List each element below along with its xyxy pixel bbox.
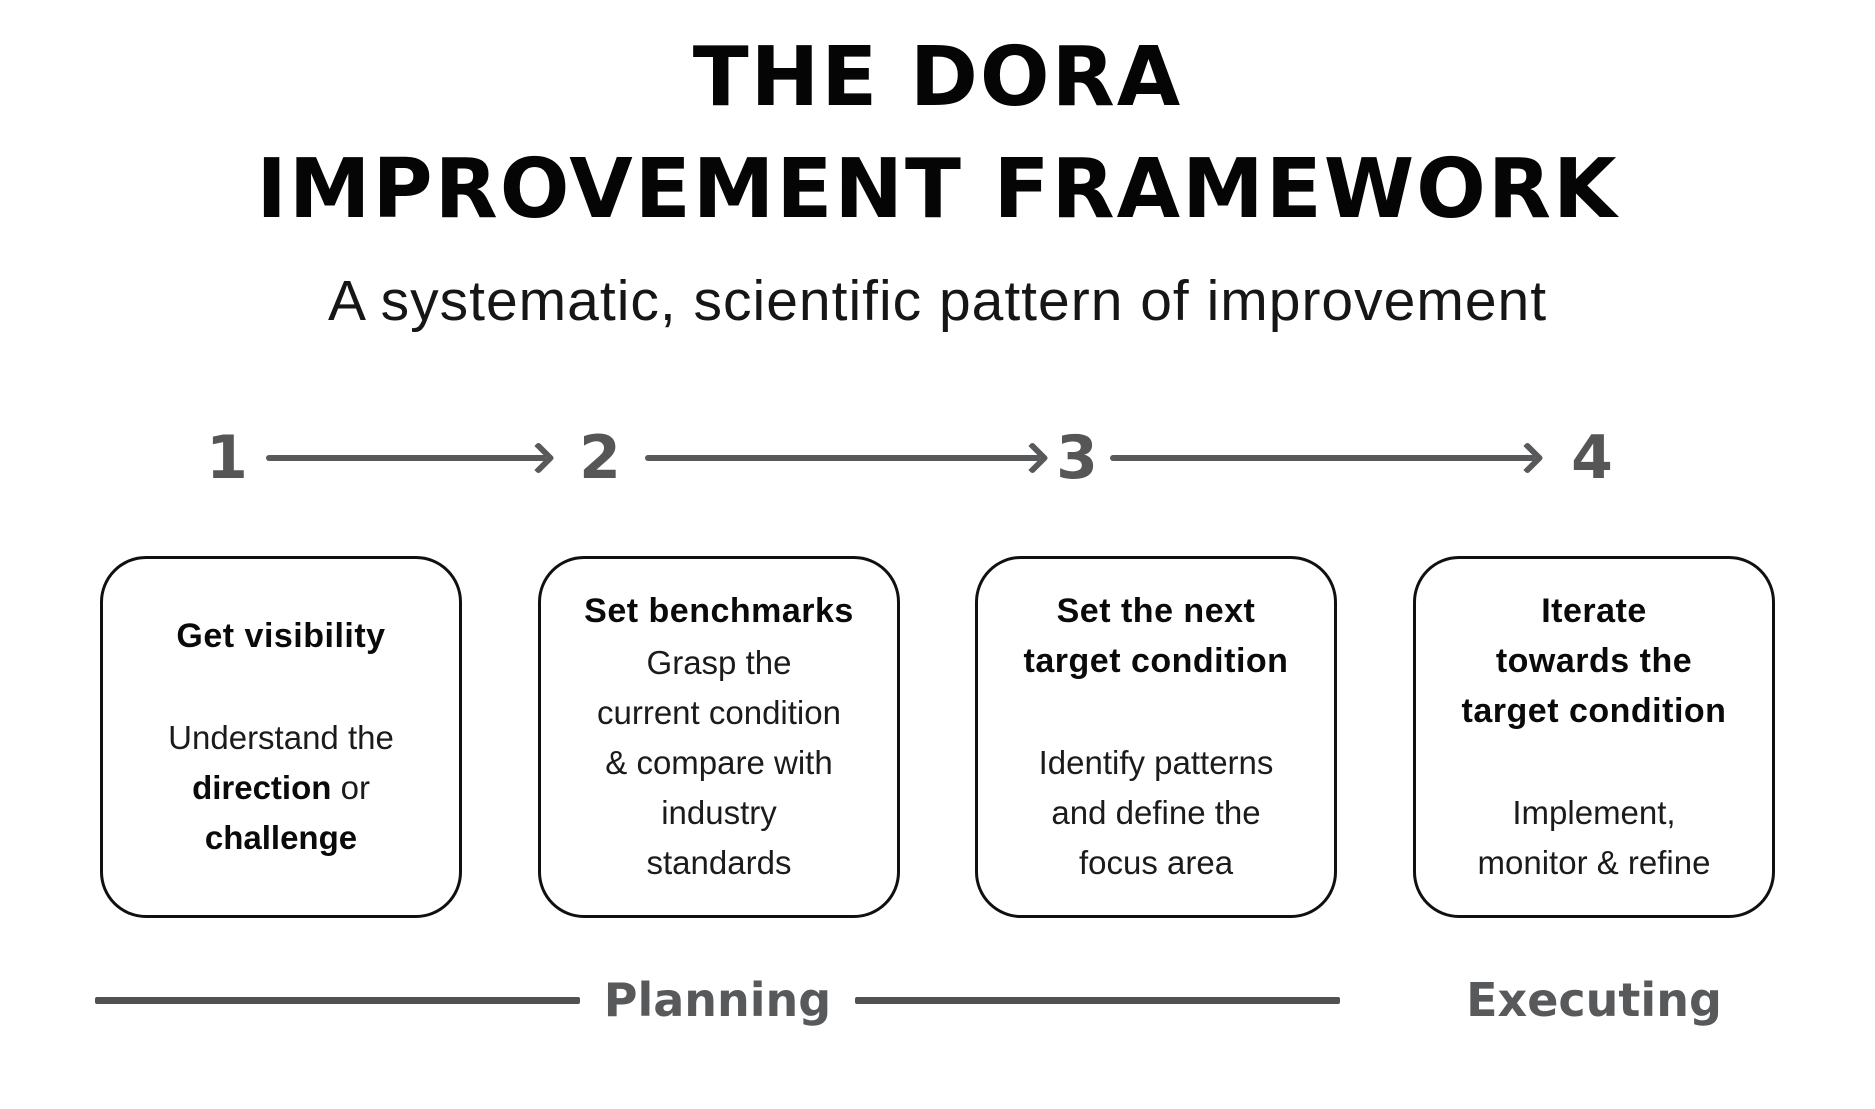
box-body-bold-text: challenge [204, 819, 358, 856]
step-number-4: 4 [1571, 423, 1613, 493]
box-body-line: Identify patterns [1038, 744, 1274, 781]
step-number-1: 1 [206, 423, 248, 493]
step-box-set-next-target-condition: Set the next target condition Identify p… [975, 556, 1337, 918]
box-body-line: standards [646, 844, 792, 881]
box-title-line: Set the next [1056, 592, 1256, 630]
step-box-get-visibility: Get visibility Understand the direction … [100, 556, 462, 918]
box-body: Understand the direction or challenge [120, 713, 442, 863]
subtitle: A systematic, scientific pattern of impr… [327, 269, 1548, 333]
box-title: Set the next target condition [1024, 586, 1289, 686]
box-title-line: target condition [1023, 642, 1289, 680]
box-body-line: industry [661, 794, 777, 831]
box-body-bold-text: direction [192, 769, 332, 806]
page-title-line-1: THE DORA [692, 30, 1183, 125]
box-body-line: focus area [1078, 844, 1234, 881]
step-arrow-icon-3 [1110, 455, 1535, 461]
box-title-line: towards the [1495, 642, 1693, 680]
step-arrow-icon-1 [266, 455, 546, 461]
phase-band: Planning Executing [0, 968, 1875, 1032]
box-title-line: Iterate [1541, 592, 1647, 630]
step-box-iterate-towards-target: Iterate towards the target condition Imp… [1413, 556, 1775, 918]
box-body: Grasp the current condition & compare wi… [597, 638, 841, 888]
box-body-text: or [331, 769, 370, 806]
box-body: Implement, monitor & refine [1478, 788, 1711, 888]
step-number-3: 3 [1056, 423, 1098, 493]
box-title: Iterate towards the target condition [1462, 586, 1727, 736]
box-body-line: Implement, [1512, 794, 1676, 831]
planning-phase-group: Planning [95, 968, 1340, 1032]
step-box-set-benchmarks: Set benchmarks Grasp the current conditi… [538, 556, 900, 918]
page-title-line-2: IMPROVEMENT FRAMEWORK [256, 142, 1619, 237]
box-title-line: Set benchmarks [584, 592, 854, 630]
box-title: Get visibility [176, 611, 385, 661]
step-number-2: 2 [579, 423, 621, 493]
box-body-text: Understand the [168, 719, 394, 756]
planning-line-right [855, 996, 1340, 1004]
planning-line-left [95, 996, 580, 1004]
box-title-line: target condition [1461, 692, 1727, 730]
box-body: Identify patterns and define the focus a… [1039, 738, 1274, 888]
planning-label: Planning [603, 973, 832, 1027]
box-body-line: Grasp the [646, 644, 792, 681]
box-body-line: current condition [597, 694, 841, 731]
step-arrow-icon-2 [645, 455, 1040, 461]
box-body-line: and define the [1051, 794, 1261, 831]
executing-label: Executing [1466, 973, 1722, 1027]
page-title: THE DORA IMPROVEMENT FRAMEWORK [0, 22, 1875, 246]
box-title-line: Get visibility [176, 617, 386, 655]
box-body-line: monitor & refine [1477, 844, 1711, 881]
box-body-line: & compare with [605, 744, 833, 781]
box-title: Set benchmarks [584, 586, 854, 636]
